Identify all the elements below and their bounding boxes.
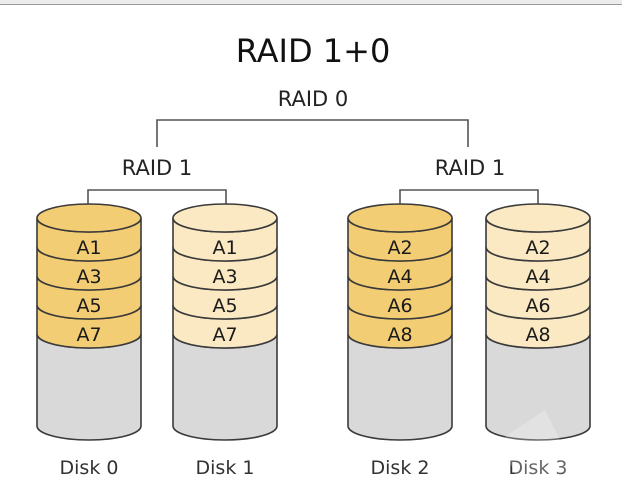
disk-empty-space [347,333,453,441]
block-label: A8 [525,324,550,346]
block-label: A2 [387,237,412,259]
block-label: A3 [212,266,237,288]
raid0-connector [156,119,469,147]
block-label: A7 [212,324,237,346]
disk-top [347,203,453,233]
disk-label: Disk 3 [509,457,568,479]
block-label: A5 [212,295,237,317]
raid1-label-left: RAID 1 [122,156,193,180]
block-label: A6 [525,295,550,317]
block-label: A1 [212,237,237,259]
watermark-shape [500,410,575,485]
disk-label: Disk 0 [60,457,119,479]
window-top-border [0,0,622,5]
block-label: A8 [387,324,412,346]
block-label: A3 [76,266,101,288]
disk-label: Disk 2 [371,457,430,479]
block-label: A4 [387,266,412,288]
disk-top [36,203,142,233]
block-label: A7 [76,324,101,346]
diagram-title: RAID 1+0 [236,32,391,70]
disk-empty-space [36,333,142,441]
block-label: A2 [525,237,550,259]
block-label: A1 [76,237,101,259]
block-label: A5 [76,295,101,317]
disk-top [485,203,591,233]
block-label: A4 [525,266,550,288]
block-label: A6 [387,295,412,317]
raid0-label: RAID 0 [278,87,349,111]
raid1-label-right: RAID 1 [435,156,506,180]
disk-label: Disk 1 [196,457,255,479]
disk-empty-space [172,333,278,441]
disk-top [172,203,278,233]
